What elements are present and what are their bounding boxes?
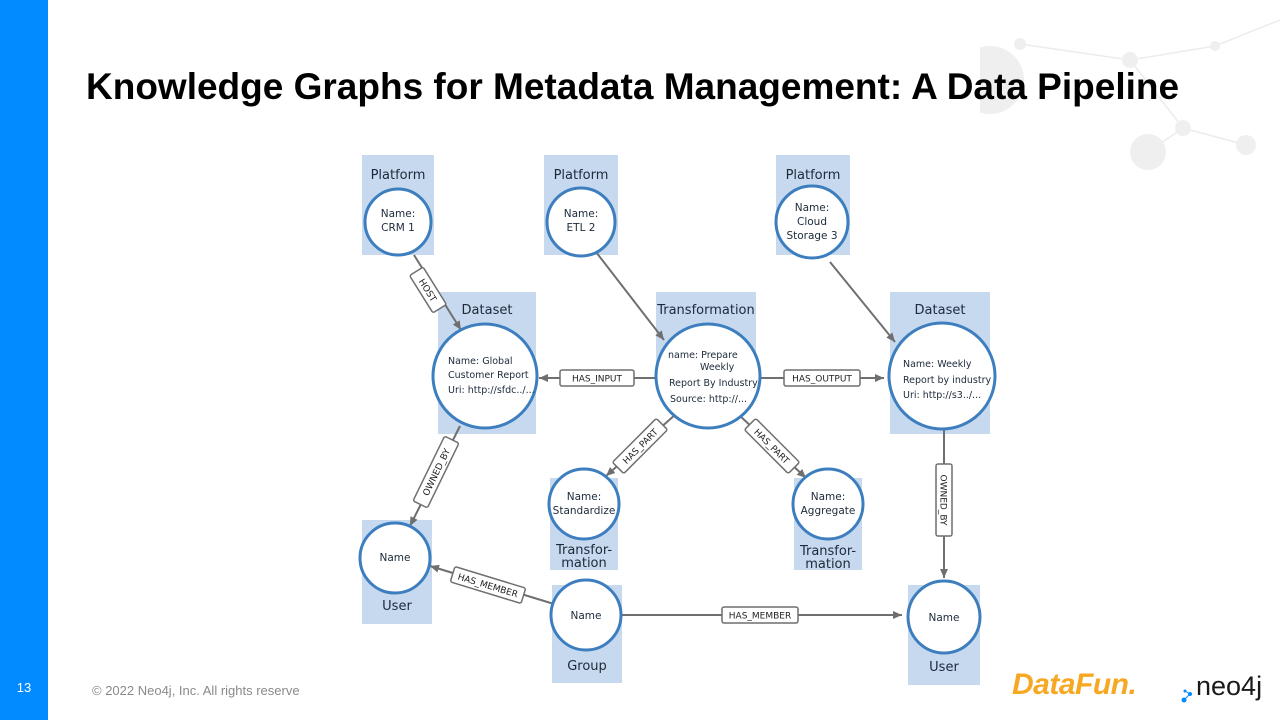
global-report-line-3: Uri: http://sfdc../...: [448, 385, 535, 396]
category-platform-2: Platform: [554, 168, 609, 183]
category-dataset-1: Dataset: [462, 303, 513, 318]
network-decoration: [980, 19, 1280, 170]
global-report-line-2: Customer Report: [448, 370, 529, 381]
category-transformation: Transformation: [656, 303, 755, 318]
category-standardize-2: mation: [561, 556, 607, 571]
transformation-line-1: name: Prepare: [668, 350, 738, 361]
transformation-line-2: Weekly: [700, 362, 735, 373]
node-cloud-storage3: [774, 184, 850, 260]
edge-label-owned-by-2: OWNED_BY: [938, 474, 948, 526]
edge-label-has-member-2: HAS_MEMBER: [729, 612, 791, 622]
etl2-line-1: Name:: [564, 208, 599, 220]
slide-number: 13: [16, 680, 32, 695]
category-aggregate-1: Transfor-: [799, 544, 856, 559]
crm1-line-1: Name:: [381, 208, 416, 220]
neo4j-logo: neo4j: [1196, 671, 1263, 701]
crm1-line-2: CRM 1: [381, 222, 415, 234]
category-dataset-2: Dataset: [915, 303, 966, 318]
global-report-line-1: Name: Global: [448, 356, 513, 367]
node-transformation: [654, 322, 762, 430]
node-user-2: [906, 579, 982, 655]
node-group: [549, 578, 623, 652]
etl2-line-2: ETL 2: [567, 222, 596, 234]
edge-label-has-input: HAS_INPUT: [572, 375, 623, 385]
cloud-line-1: Name:: [795, 202, 830, 214]
aggregate-line-1: Name:: [811, 491, 846, 503]
copyright-notice: © 2022 Neo4j, Inc. All rights reserve: [92, 683, 300, 698]
node-weekly-report: [887, 321, 997, 431]
node-aggregate: [791, 467, 865, 541]
edge-label-has-output: HAS_OUTPUT: [792, 375, 852, 385]
category-aggregate-2: mation: [805, 557, 851, 572]
weekly-report-line-2: Report by industry: [903, 375, 991, 386]
accent-sidebar: [0, 0, 48, 720]
category-group: Group: [567, 659, 607, 674]
standardize-line-1: Name:: [567, 491, 602, 503]
category-user-1: User: [382, 599, 412, 614]
category-platform-1: Platform: [371, 168, 426, 183]
cloud-line-2: Cloud: [797, 216, 827, 228]
weekly-report-line-3: Uri: http://s3../...: [903, 390, 981, 401]
slide-title: Knowledge Graphs for Metadata Management…: [86, 66, 1180, 107]
user-1-name: Name: [380, 552, 411, 564]
node-user-1: [358, 521, 432, 595]
node-global-customer-report: [431, 322, 539, 430]
edge-etl-line: [595, 251, 665, 341]
node-crm1: [363, 187, 433, 257]
user-2-name: Name: [929, 612, 960, 624]
weekly-report-line-1: Name: Weekly: [903, 359, 972, 370]
neo4j-logo-mark: [1181, 689, 1192, 703]
cloud-line-3: Storage 3: [786, 230, 837, 242]
standardize-line-2: Standardize: [553, 505, 616, 517]
aggregate-line-2: Aggregate: [801, 505, 856, 517]
node-standardize: [547, 467, 621, 541]
transformation-line-4: Source: http://...: [670, 394, 747, 405]
edge-cloud-line: [829, 261, 896, 343]
datafun-logo: DataFun.: [1012, 668, 1137, 701]
category-platform-3: Platform: [786, 168, 841, 183]
group-name: Name: [571, 610, 602, 622]
transformation-line-3: Report By Industry: [669, 378, 758, 389]
category-standardize-1: Transfor-: [555, 543, 612, 558]
node-etl2: [545, 186, 617, 258]
category-user-2: User: [929, 660, 959, 675]
